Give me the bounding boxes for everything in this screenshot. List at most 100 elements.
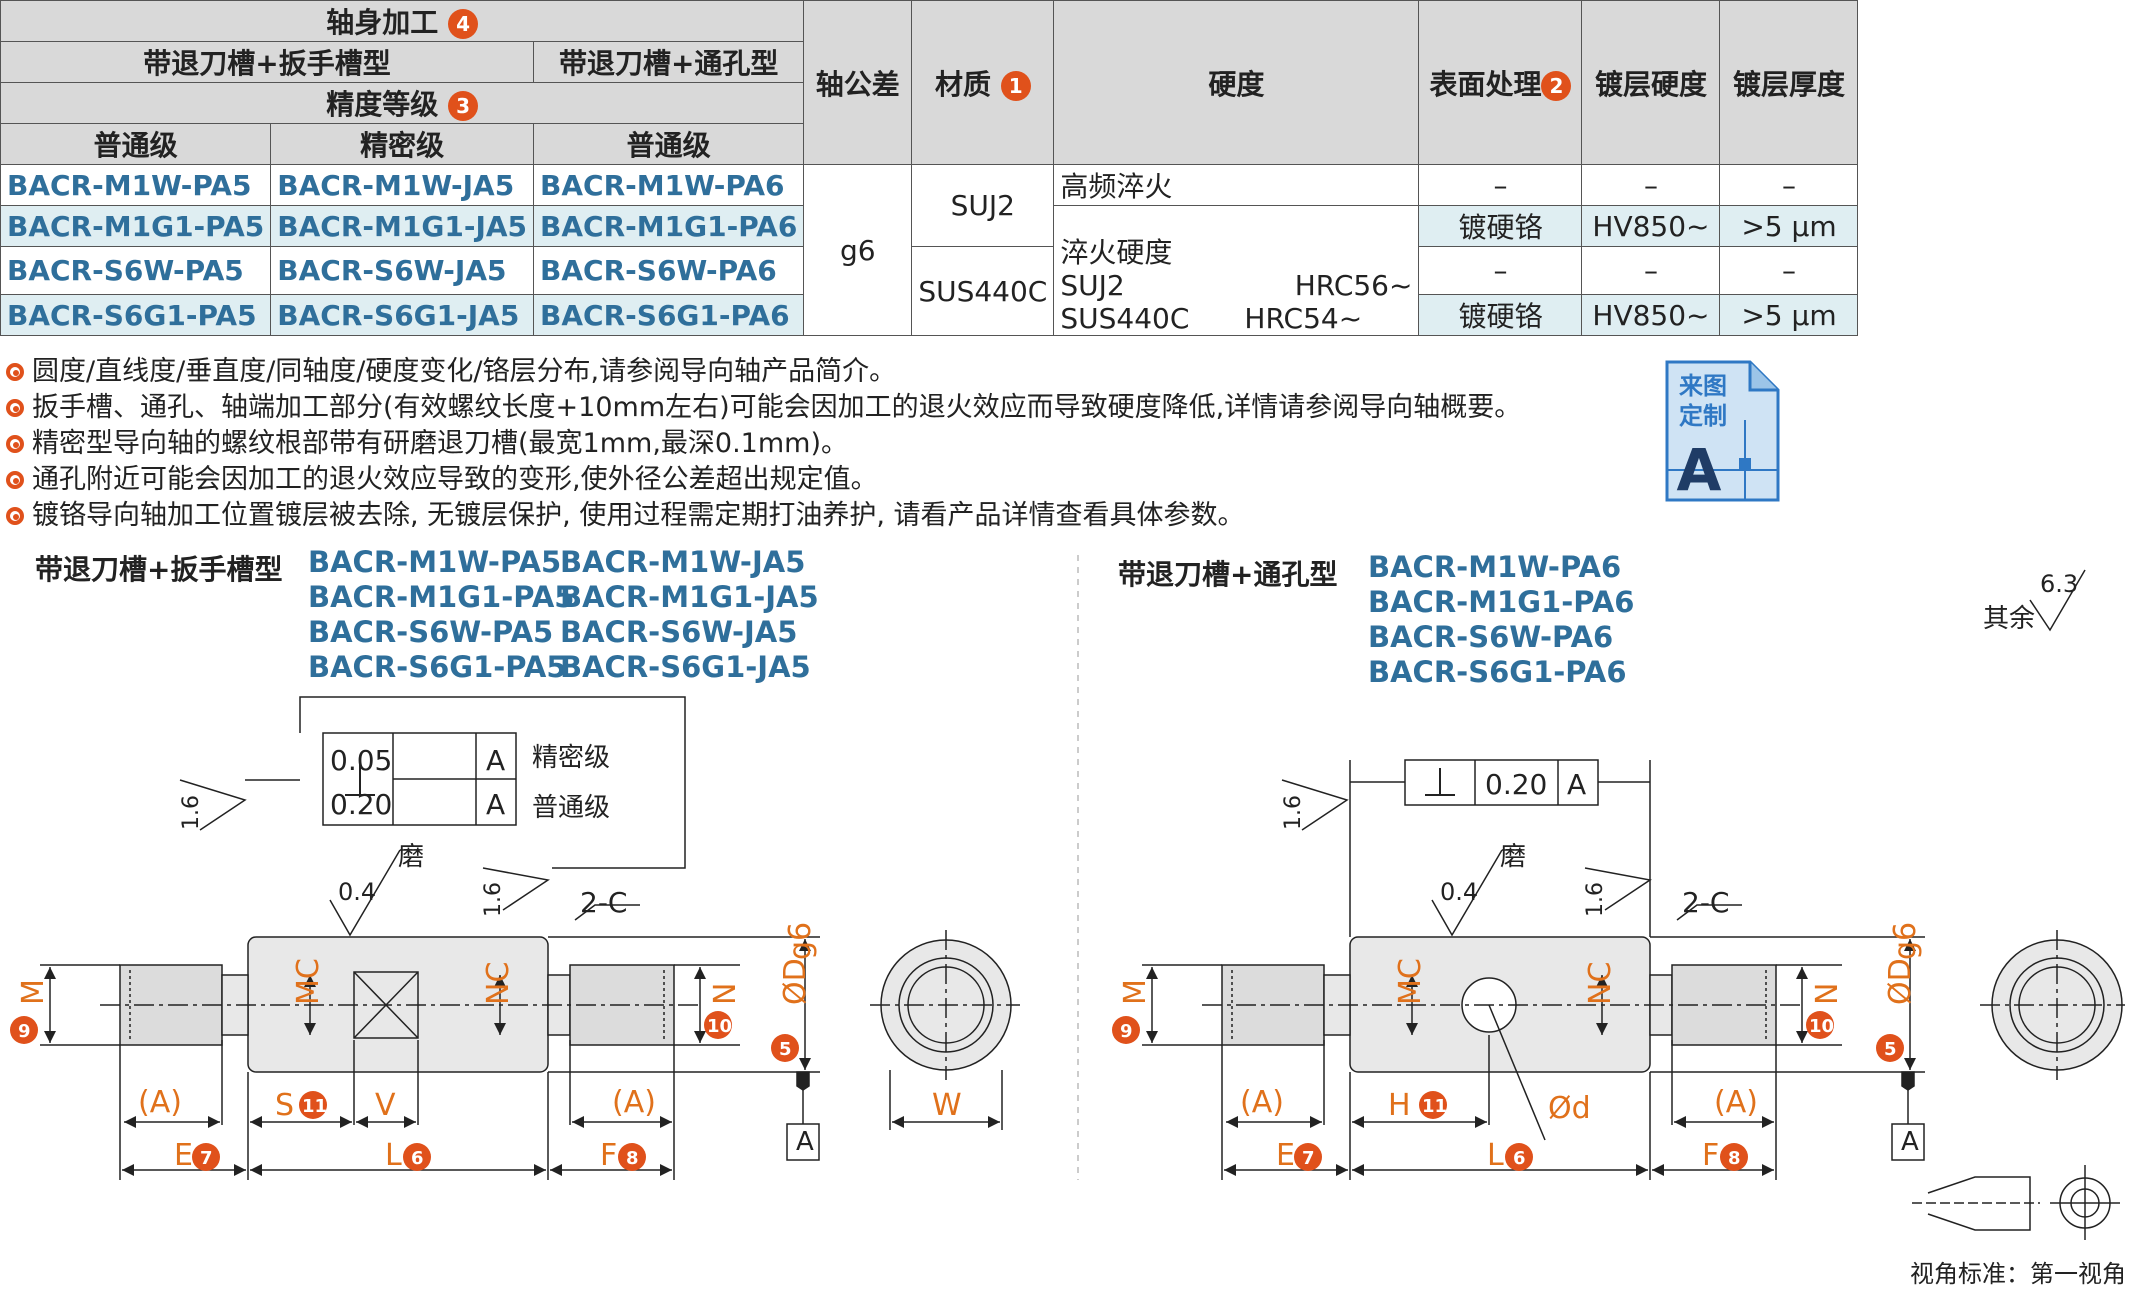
svg-text:5: 5 [1884, 1039, 1897, 1060]
svg-text:7: 7 [1302, 1148, 1315, 1169]
svg-text:(A): (A) [138, 1085, 182, 1120]
svg-text:1.6: 1.6 [1281, 795, 1306, 830]
part-number[interactable]: BACR-S6W-PA6 [533, 246, 805, 295]
svg-text:NC: NC [1583, 962, 1618, 1005]
material-value: SUS440C [911, 246, 1055, 336]
plating-hardness-value: – [1581, 246, 1721, 295]
header-tolerance: 轴公差 [803, 0, 913, 165]
plating-thickness-value: >5 μm [1719, 205, 1859, 247]
svg-text:(A): (A) [612, 1085, 656, 1120]
part-link[interactable]: BACR-S6W-JA5 [560, 615, 798, 649]
left-tolerance-frame [245, 696, 686, 869]
surface-value: 镀硬铬 [1418, 205, 1583, 247]
note-item: 镀铬导向轴加工位置镀层被去除, 无镀层保护, 使用过程需定期打油养护, 请看产品… [6, 498, 1521, 534]
svg-text:磨: 磨 [1500, 842, 1526, 872]
header-plating-thickness: 镀层厚度 [1719, 0, 1859, 165]
document-icon: 来图 定制 A [1665, 360, 1780, 502]
part-link[interactable]: BACR-M1G1-JA5 [560, 580, 819, 614]
svg-text:0.4: 0.4 [1440, 878, 1478, 906]
svg-text:8: 8 [626, 1148, 639, 1169]
note-item: 精密型导向轴的螺纹根部带有研磨退刀槽(最宽1mm,最深0.1mm)。 [6, 426, 1521, 462]
note-item: 通孔附近可能会因加工的退火效应导致的变形,使外径公差超出规定值。 [6, 462, 1521, 498]
custom-drawing-badge[interactable]: 来图 定制 A [1665, 360, 1780, 502]
part-number[interactable]: BACR-S6W-PA5 [0, 246, 272, 295]
right-end-view [1980, 930, 2125, 1080]
bullet-icon [6, 435, 24, 453]
svg-text:11: 11 [302, 1096, 327, 1117]
header-plating-hardness: 镀层硬度 [1581, 0, 1721, 165]
part-number[interactable]: BACR-M1W-PA6 [533, 164, 805, 206]
table-row: BACR-M1W-PA5 BACR-M1W-JA5 BACR-M1W-PA6 g… [0, 164, 1859, 336]
left-end-view [870, 930, 1020, 1080]
part-link[interactable]: BACR-M1W-PA5 [308, 545, 562, 579]
svg-text:S: S [275, 1088, 294, 1123]
svg-text:E: E [174, 1138, 193, 1173]
svg-text:视角标准：第一视角: 视角标准：第一视角 [1910, 1260, 2126, 1288]
part-number[interactable]: BACR-M1G1-PA6 [533, 205, 805, 247]
notes-list: 圆度/直线度/垂直度/同轴度/硬度变化/铬层分布,请参阅导向轴产品简介。 扳手槽… [6, 354, 1521, 534]
svg-text:1.6: 1.6 [1583, 882, 1608, 917]
svg-text:Ød: Ød [1548, 1091, 1591, 1126]
svg-text:NC: NC [481, 962, 516, 1005]
part-link[interactable]: BACR-S6W-PA6 [1368, 620, 1614, 654]
svg-text:9: 9 [1120, 1021, 1133, 1042]
part-link[interactable]: BACR-S6G1-JA5 [560, 650, 811, 684]
svg-text:11: 11 [1422, 1096, 1447, 1117]
note-item: 圆度/直线度/垂直度/同轴度/硬度变化/铬层分布,请参阅导向轴产品简介。 [6, 354, 1521, 390]
part-number[interactable]: BACR-M1W-JA5 [270, 164, 535, 206]
right-shaft [1202, 936, 1802, 1141]
header-precision: 精度等级 3 [0, 82, 805, 124]
svg-text:7: 7 [200, 1148, 213, 1169]
svg-text:2-C: 2-C [580, 886, 627, 919]
part-number[interactable]: BACR-S6G1-PA5 [0, 294, 272, 336]
part-link[interactable]: BACR-M1W-PA6 [1368, 550, 1622, 584]
surface-value: 镀硬铬 [1418, 294, 1583, 336]
part-number[interactable]: BACR-S6G1-PA6 [533, 294, 805, 336]
part-number[interactable]: BACR-M1W-PA5 [0, 164, 272, 206]
part-link[interactable]: BACR-M1W-JA5 [560, 545, 806, 579]
svg-text:L: L [385, 1138, 402, 1173]
svg-text:0.20: 0.20 [1485, 768, 1547, 801]
part-link[interactable]: BACR-S6G1-PA5 [308, 650, 567, 684]
part-link[interactable]: BACR-S6G1-PA6 [1368, 655, 1627, 689]
part-number[interactable]: BACR-S6W-JA5 [270, 246, 535, 295]
svg-text:来图: 来图 [1679, 372, 1727, 400]
svg-text:定制: 定制 [1679, 402, 1727, 430]
plating-hardness-value: HV850~ [1581, 294, 1721, 336]
surface-value: – [1418, 164, 1583, 206]
right-section-title: 带退刀槽+通孔型 [1118, 558, 1338, 591]
svg-text:0.4: 0.4 [338, 878, 376, 906]
right-dimensions [1142, 936, 1925, 1180]
svg-text:N: N [1810, 983, 1845, 1005]
part-link[interactable]: BACR-M1G1-PA6 [1368, 585, 1635, 619]
wrench-flat [353, 971, 419, 1039]
table-row: BACR-S6W-PA5 BACR-S6W-JA5 BACR-S6W-PA6 S… [0, 246, 1859, 336]
svg-text:8: 8 [1728, 1148, 1741, 1169]
header-normal: 普通级 [0, 123, 272, 165]
svg-text:V: V [375, 1088, 396, 1123]
header-shaft-machining: 轴身加工 4 [0, 0, 805, 42]
svg-text:H: H [1388, 1088, 1411, 1123]
circled-numbers: 7 6 8 11 9 10 5 7 6 8 11 9 10 5 [10, 1011, 1904, 1171]
part-number[interactable]: BACR-M1G1-PA5 [0, 205, 272, 247]
tolerance-value: g6 [803, 164, 913, 336]
header-precise: 精密级 [270, 123, 535, 165]
left-part-list-col1: BACR-M1W-PA5 BACR-M1G1-PA5 BACR-S6W-PA5 … [308, 545, 574, 685]
svg-text:精密级: 精密级 [532, 743, 610, 773]
bullet-icon [6, 471, 24, 489]
header-material: 材质 1 [911, 0, 1055, 165]
part-number[interactable]: BACR-S6G1-JA5 [270, 294, 535, 336]
part-link[interactable]: BACR-M1G1-PA5 [308, 580, 575, 614]
right-tolerance-frame [1349, 759, 1651, 937]
svg-text:10: 10 [707, 1016, 732, 1037]
svg-text:ØD: ØD [778, 958, 813, 1005]
header-type-wrench: 带退刀槽+扳手槽型 [0, 41, 535, 83]
part-link[interactable]: BACR-S6W-PA5 [308, 615, 554, 649]
through-hole [1461, 977, 1517, 1033]
header-normal-2: 普通级 [533, 123, 805, 165]
svg-text:MC: MC [291, 958, 326, 1005]
svg-text:6: 6 [411, 1148, 424, 1169]
part-number[interactable]: BACR-M1G1-JA5 [270, 205, 535, 247]
svg-text:L: L [1487, 1138, 1504, 1173]
